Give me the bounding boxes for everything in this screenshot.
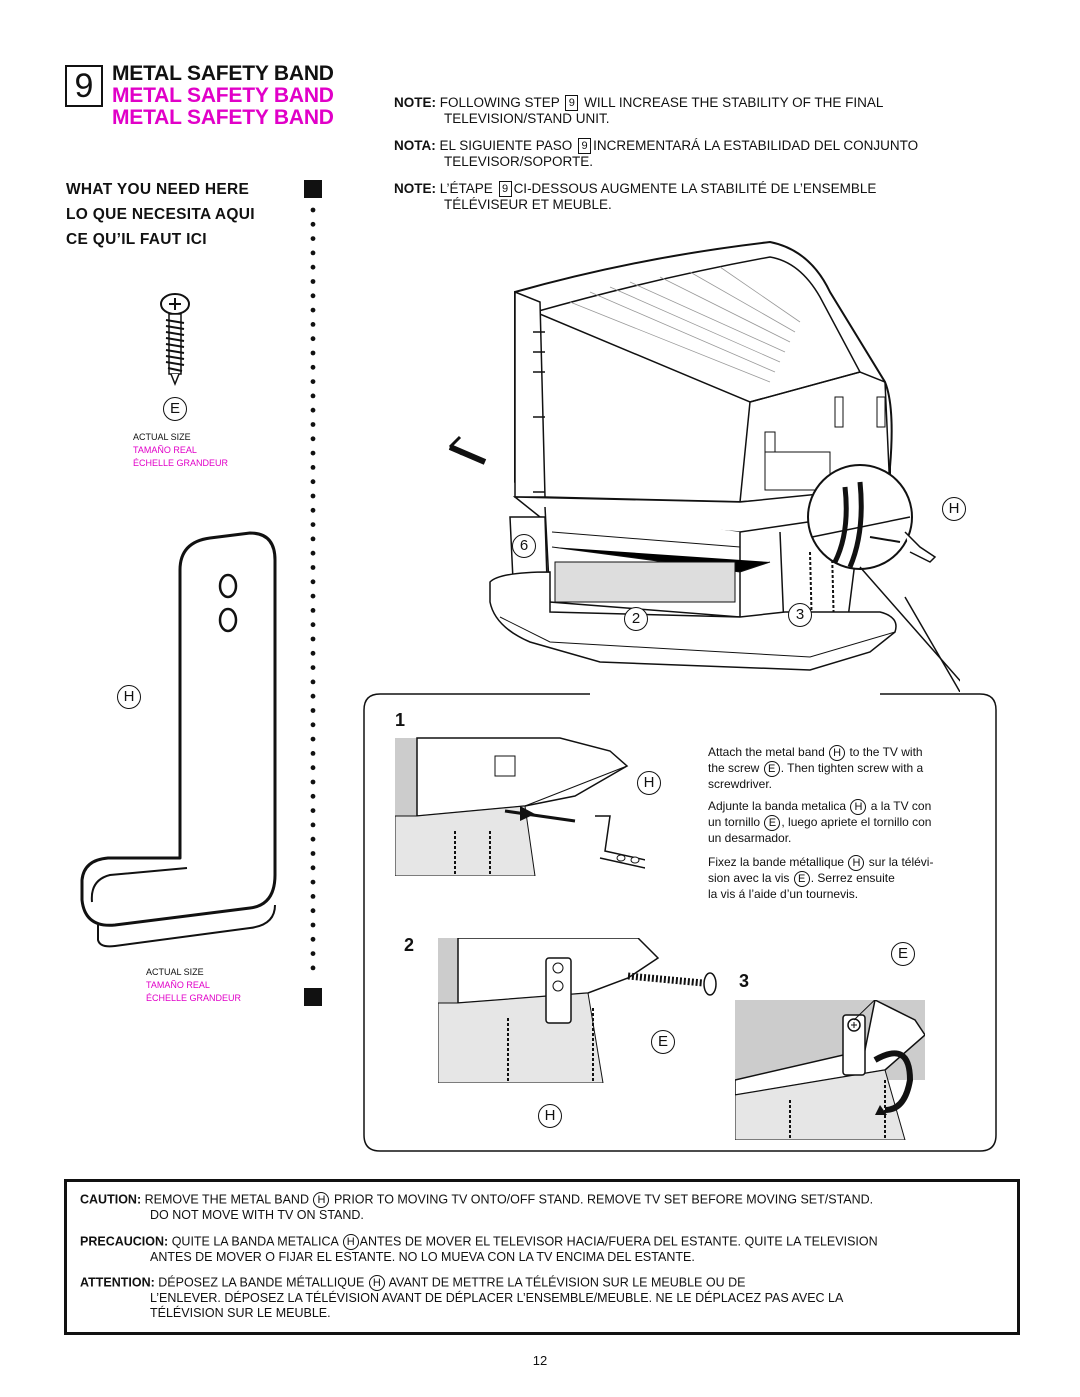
actual-size-es-2: TAMAÑO REAL (146, 980, 210, 990)
actual-size-en-2: ACTUAL SIZE (146, 967, 204, 977)
divider-dot (310, 565, 316, 570)
divider-dot (310, 350, 316, 356)
divider-dot (310, 851, 316, 856)
divider-dot (310, 751, 316, 756)
divider-dot (310, 793, 316, 799)
instruction-es: Adjunte la banda metalica H a la TV con … (708, 799, 932, 845)
divider-dot (310, 207, 316, 213)
label-h-circle: H (117, 685, 141, 709)
divider-dot (310, 779, 316, 785)
divider-dot (310, 808, 316, 813)
divider-dot (310, 636, 316, 642)
divider-dot (310, 465, 316, 470)
divider-dot (310, 894, 316, 899)
instruction-en: Attach the metal band H to the TV with t… (708, 745, 924, 791)
divider-dot (310, 436, 316, 442)
divider-dot (310, 550, 316, 556)
detail-3-illustration (735, 1000, 925, 1140)
need-heading-fr: CE QU’IL FAUT ICI (66, 231, 207, 248)
divider-dot (310, 622, 316, 628)
divider-dot (310, 450, 316, 456)
divider-dot (310, 665, 316, 670)
divider-dot (310, 522, 316, 527)
divider-dot (310, 922, 316, 928)
divider-dot (310, 593, 316, 599)
divider-dot (310, 822, 316, 828)
diagram-label-3: 3 (788, 603, 812, 627)
divider-dot (310, 293, 316, 299)
detail-2-label-h: H (538, 1104, 562, 1128)
caution-en: CAUTION: REMOVE THE METAL BAND H PRIOR T… (80, 1192, 874, 1222)
divider-dot (310, 536, 316, 542)
divider-dot (310, 965, 316, 971)
detail-1-label-h: H (637, 771, 661, 795)
substep-1: 1 (395, 710, 406, 730)
divider-dot (310, 322, 316, 327)
divider-dot (310, 579, 316, 585)
diagram-label-h: H (942, 497, 966, 521)
note-en: NOTE: FOLLOWING STEP 9 WILL INCREASE THE… (394, 95, 884, 127)
substep-3: 3 (739, 971, 750, 991)
page-number: 12 (532, 1353, 548, 1368)
divider-dot (310, 221, 316, 227)
detail-panel-frame (363, 693, 997, 1152)
divider-dot (310, 951, 316, 956)
divider-dot (310, 908, 316, 914)
dotted-divider (304, 180, 322, 1006)
detail-2-label-e: E (651, 1030, 675, 1054)
actual-size-fr: ÉCHELLE GRANDEUR (133, 458, 229, 468)
divider-dot (310, 865, 316, 871)
divider-dot (310, 736, 316, 742)
diagram-label-6: 6 (512, 534, 536, 558)
tv-stand-illustration (448, 240, 960, 692)
actual-size-fr-2: ÉCHELLE GRANDEUR (146, 993, 242, 1003)
divider-dot (310, 422, 316, 427)
divider-dot (310, 264, 316, 270)
divider-dot (310, 879, 316, 885)
divider-dot (310, 765, 316, 771)
divider-dot (310, 708, 316, 713)
divider-dot (310, 307, 316, 313)
instruction-fr: Fixez la bande métallique H sur la télév… (708, 855, 934, 901)
divider-dot (310, 679, 316, 685)
divider-dot (310, 407, 316, 413)
divider-dot (310, 493, 316, 499)
divider-dot (310, 608, 316, 613)
divider-dot (310, 250, 316, 256)
need-heading-es: LO QUE NECESITA AQUI (66, 206, 255, 223)
title-english: METAL SAFETY BAND (112, 62, 334, 85)
divider-dot (310, 279, 316, 284)
step-number-box: 9 (65, 65, 103, 107)
divider-dot (310, 236, 316, 241)
divider-dot (310, 722, 316, 728)
need-heading-en: WHAT YOU NEED HERE (66, 181, 250, 198)
caution-fr: ATTENTION: DÉPOSEZ LA BANDE MÉTALLIQUE H… (80, 1275, 844, 1320)
detail-1-illustration (395, 736, 645, 876)
metal-band-h-icon (80, 531, 277, 948)
divider-dot (310, 693, 316, 699)
divider-dot (310, 336, 316, 342)
diagram-label-2: 2 (624, 607, 648, 631)
title-french: METAL SAFETY BAND (112, 106, 334, 129)
label-e-circle: E (163, 397, 187, 421)
caution-box (64, 1179, 1020, 1335)
divider-dot (310, 507, 316, 513)
divider-dot (310, 936, 316, 942)
detail-2-label-e-top: E (891, 942, 915, 966)
divider-dot (310, 364, 316, 370)
substep-2: 2 (404, 935, 415, 955)
divider-dot (310, 479, 316, 485)
actual-size-es: TAMAÑO REAL (133, 445, 197, 455)
divider-dot (310, 836, 316, 842)
title-spanish: METAL SAFETY BAND (112, 84, 334, 107)
divider-dot (310, 393, 316, 399)
detail-2-illustration (438, 938, 717, 1083)
actual-size-en: ACTUAL SIZE (133, 432, 191, 442)
screw-e-icon (160, 293, 190, 387)
divider-dot (310, 379, 316, 384)
divider-dot (310, 650, 316, 656)
